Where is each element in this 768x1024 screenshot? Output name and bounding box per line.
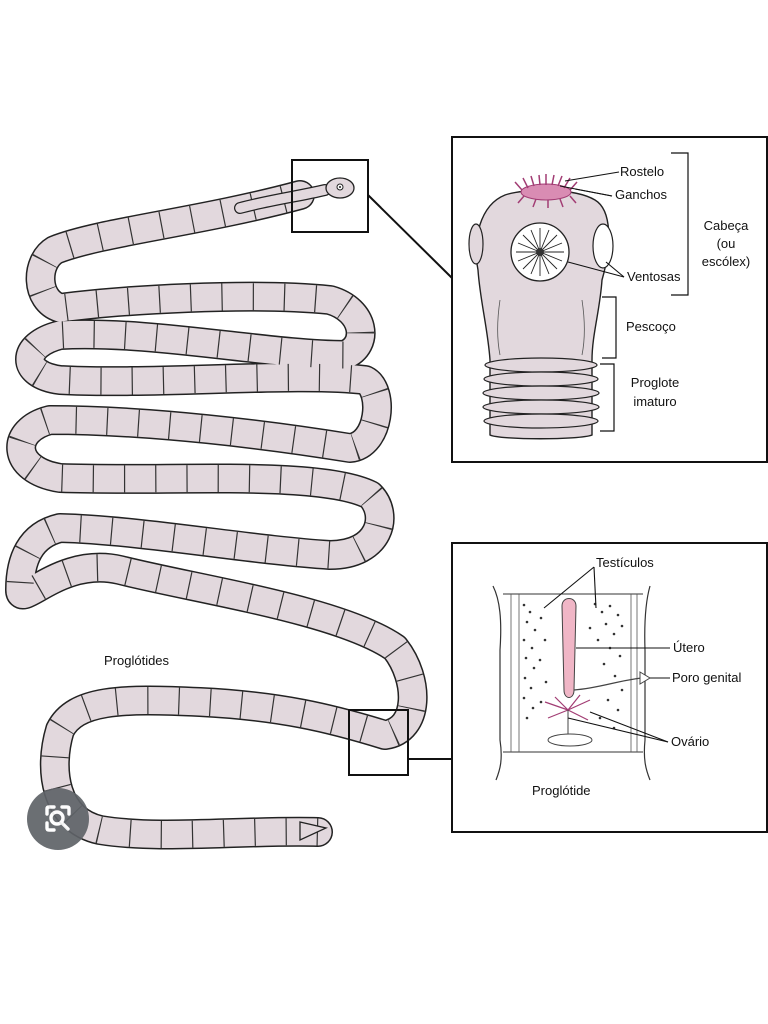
sucker xyxy=(511,223,569,281)
pescoco-label: Pescoço xyxy=(626,319,676,334)
testiculos-label: Testículos xyxy=(596,555,654,570)
rostelo-label: Rostelo xyxy=(620,164,664,179)
cabeca-label-line1: Cabeça xyxy=(704,218,750,233)
lens-search-button[interactable] xyxy=(27,788,89,850)
proglote-label-line2: imaturo xyxy=(633,394,676,409)
head-connector-line xyxy=(368,195,452,278)
worm-head xyxy=(326,178,354,198)
ganchos-label: Ganchos xyxy=(615,187,668,202)
proglotide-label: Proglótide xyxy=(532,783,591,798)
poro-genital-label: Poro genital xyxy=(672,670,741,685)
ovario-label: Ovário xyxy=(671,734,709,749)
proglotides-label: Proglótides xyxy=(104,653,170,668)
image-search-lens-icon xyxy=(27,788,89,850)
proglote-label-line1: Proglote xyxy=(631,375,679,390)
cabeca-label-line3: escólex) xyxy=(702,254,750,269)
immature-rings xyxy=(483,358,599,428)
uterus xyxy=(562,599,576,698)
scolex-detail-panel: Rostelo Ganchos Cabeça (ou escólex) Vent… xyxy=(452,137,767,462)
ventosas-label: Ventosas xyxy=(627,269,681,284)
utero-label: Útero xyxy=(673,640,705,655)
tapeworm-body xyxy=(20,190,413,835)
proglottid-detail-panel: Testículos Útero Poro genital Ovário Pro… xyxy=(452,543,767,832)
cabeca-label-line2: (ou xyxy=(717,236,736,251)
